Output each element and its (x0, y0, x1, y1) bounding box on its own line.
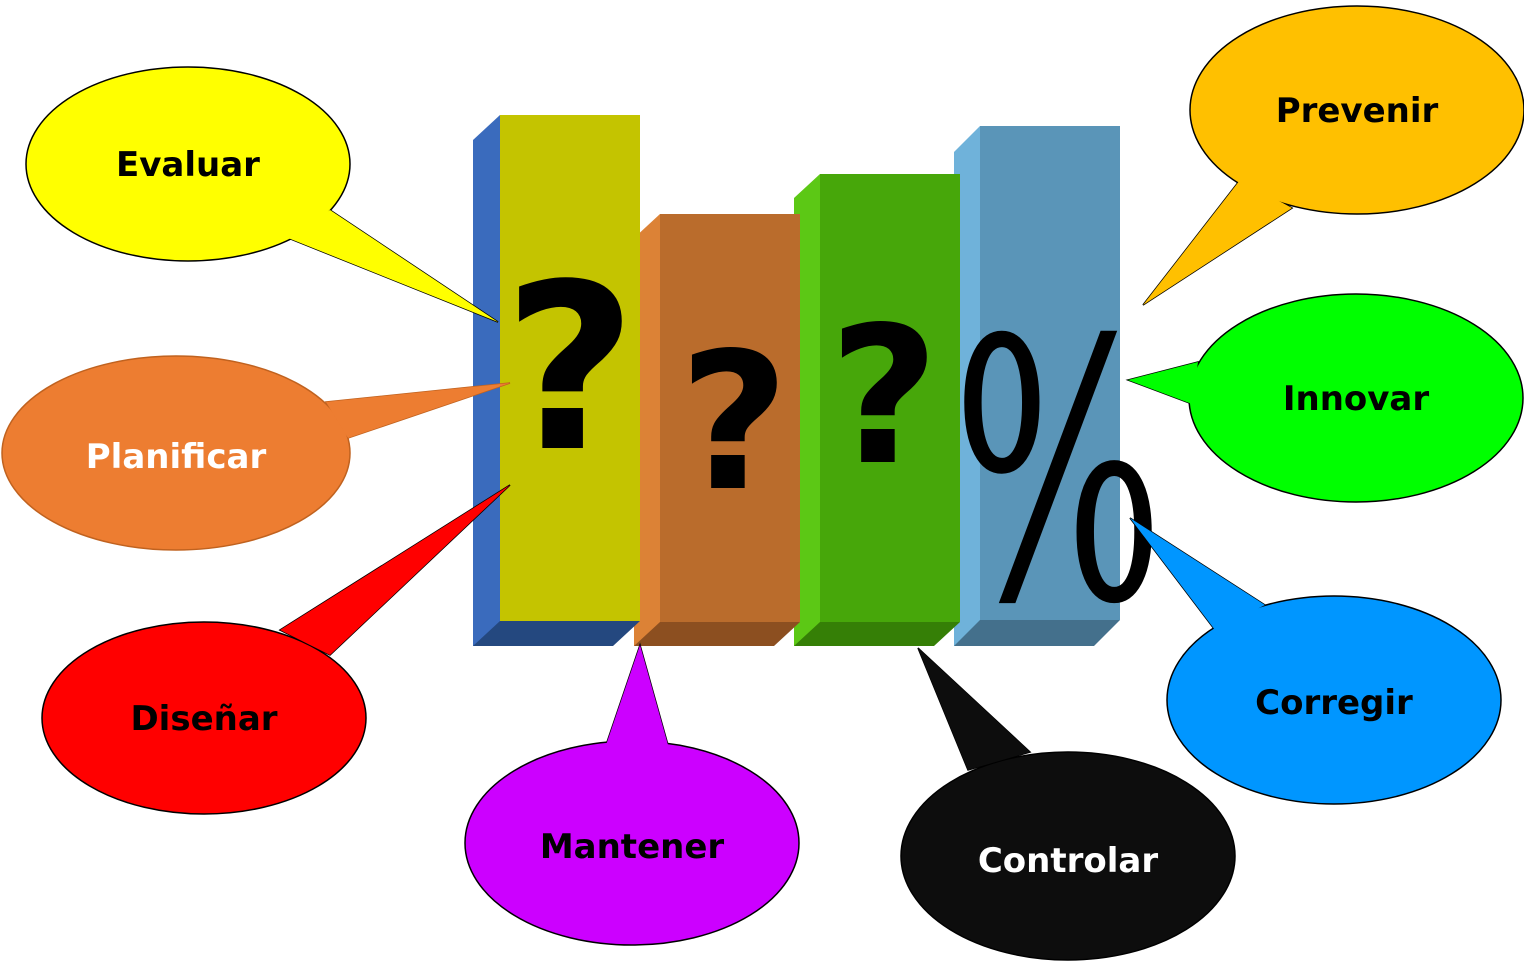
bubble-mantener: Mantener (464, 642, 800, 946)
bubble-label-disenar: Diseñar (130, 699, 277, 739)
bubble-disenar: Diseñar (41, 484, 511, 815)
bar-percent: % (952, 126, 1164, 683)
bar-glyph-question-1: ? (503, 236, 636, 503)
bubble-label-controlar: Controlar (978, 841, 1158, 881)
bubble-innovar: Innovar (1125, 293, 1524, 503)
bubble-prevenir: Prevenir (1142, 5, 1524, 306)
bubble-label-planificar: Planificar (86, 437, 267, 477)
bar-question-3: ? (794, 174, 960, 646)
bubble-evaluar: Evaluar (25, 66, 499, 323)
bar-question-2: ? (634, 214, 800, 646)
bar-glyph-question-3: ? (829, 286, 939, 507)
bar-glyph-percent: % (952, 264, 1164, 683)
bubble-label-evaluar: Evaluar (116, 145, 260, 185)
bar-glyph-question-2: ? (679, 312, 789, 533)
bubble-label-innovar: Innovar (1283, 379, 1430, 419)
bubble-controlar: Controlar (900, 647, 1236, 961)
bubble-label-prevenir: Prevenir (1276, 91, 1439, 131)
bubble-label-mantener: Mantener (540, 827, 725, 867)
bar-question-1: ? (473, 115, 640, 646)
bubble-corregir: Corregir (1129, 517, 1502, 805)
bubble-planificar: Planificar (1, 355, 511, 551)
bubble-label-corregir: Corregir (1255, 683, 1413, 723)
